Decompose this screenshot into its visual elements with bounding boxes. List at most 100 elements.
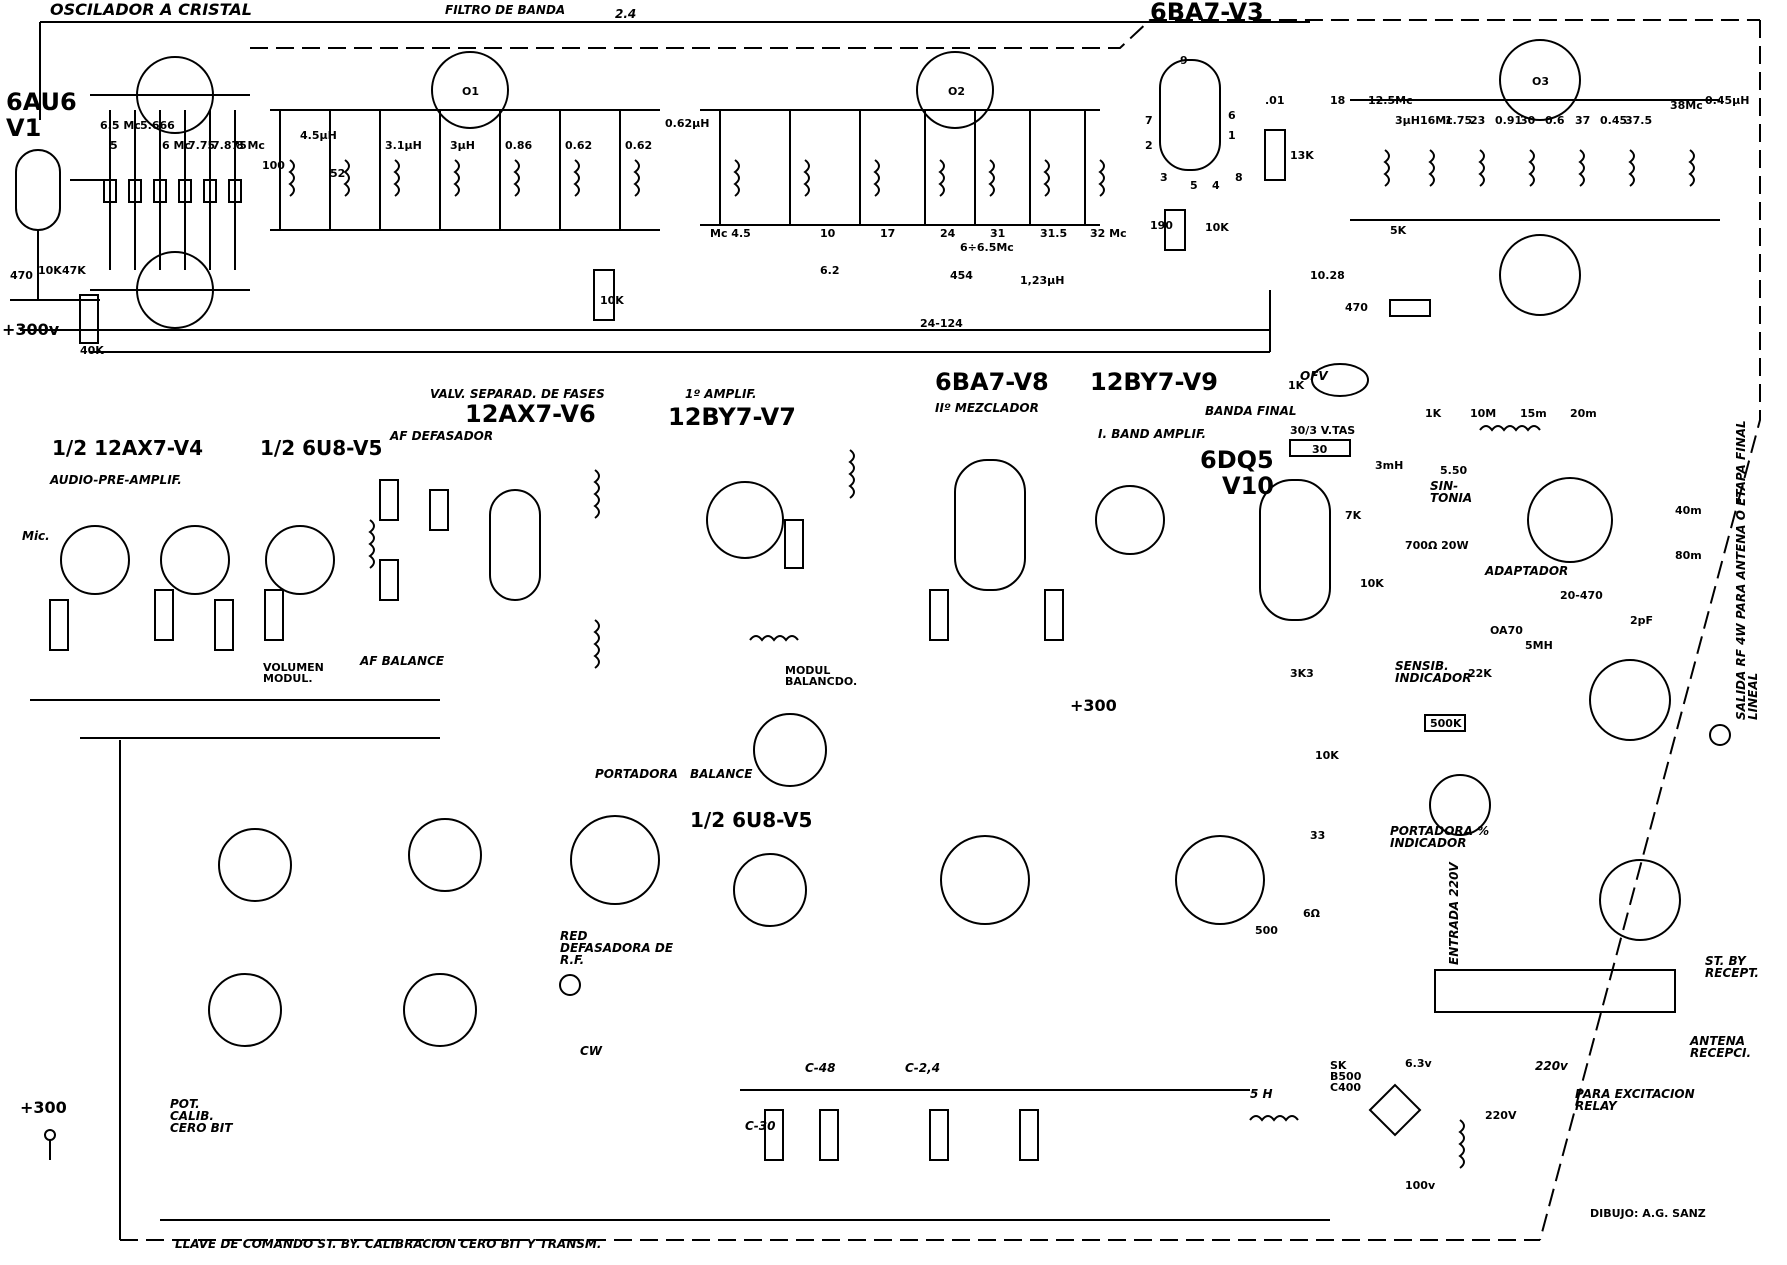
misc-value: 10K [38,264,62,277]
mixer-value: 24 [940,227,956,240]
cw-label: CW [580,1044,603,1058]
v3-pin: 8 [1235,171,1243,184]
indicator-value: 2pF [1630,614,1654,627]
crystal-value: 8 Mc [236,139,265,152]
v3-label: 6BA7-V3 [1150,0,1264,26]
v3-pin: 9 [1180,54,1188,67]
v4-label: 1/2 12AX7-V4 [52,436,203,460]
filter-value: 0.62 [625,139,653,152]
carrier-pct-label: PORTADORA % INDICADOR [1390,824,1490,850]
crystal-value: 7.75 [188,139,216,152]
v220-label: 220V [1485,1109,1517,1122]
v10-value: 40m [1675,504,1702,517]
v3-value: 10.28 [1310,269,1345,282]
misc-value: 6.2 [820,264,840,277]
mixer-value: 6÷6.5Mc [960,241,1014,254]
v3-pin: 7 [1145,114,1153,127]
rf-phase-net-label: RED DEFASADORA DE R.F. [560,929,674,967]
band-amp-label: I. BAND AMPLIF. [1098,427,1207,441]
v5a-label: 1/2 6U8-V5 [260,436,383,460]
v3-pin: 2 [1145,139,1153,152]
band-value: 0.45 [1600,114,1628,127]
af-phase-shifter-label: AF DEFASADOR [390,429,494,443]
band-value: 23 [1470,114,1486,127]
crystal-value: 6.5 Mc [100,119,141,132]
indicator-value: 5MH [1525,639,1553,652]
crystal-value: 7.875 [212,139,247,152]
filter-value: 52 [330,167,346,180]
band-value: 0.6 [1545,114,1565,127]
b-plus-label: +300v [2,320,60,339]
v10-value: 3mH [1375,459,1404,472]
mixer-value: 24-124 [920,317,963,330]
v10-value: 15m [1520,407,1547,420]
v10-value: 20-470 [1560,589,1603,602]
misc-value: O1 [462,85,480,98]
balance-label: BALANCE [690,767,753,781]
v10-value: 5.50 [1440,464,1468,477]
v1-type-label: 6AU6 [6,88,77,116]
misc-value: O2 [948,85,966,98]
mixer-value: 454 [950,269,973,282]
misc-value: 47K [62,264,86,277]
misc-value: O3 [1532,75,1550,88]
v3-value: 190 [1150,219,1173,232]
v3-value: 10K [1205,221,1229,234]
v6-label: 12AX7-V6 [465,400,596,428]
bridge-label: SK B500 C400 [1330,1059,1362,1094]
filter-value: 100 [262,159,285,172]
mixer-value: 31.5 [1040,227,1068,240]
v10-value: 500 [1255,924,1278,937]
v10-value: 700Ω 20W [1405,539,1469,552]
v10-value: 1K [1425,407,1442,420]
misc-value: 5K [1390,224,1407,237]
filter-value: 0.86 [505,139,533,152]
v10-type-label: 6DQ5 [1200,446,1274,474]
mixer-value: 31 [990,227,1006,240]
v5b-label: 1/2 6U8-V5 [690,808,813,832]
modul-balanc-label: MODUL BALANCDO. [785,664,858,688]
coupling-cap-label: 2.4 [615,7,637,21]
b-plus-mid-label: +300 [1070,696,1117,715]
v6-3-label: 6.3v [1405,1057,1432,1070]
volumen-label: VOLUMEN MODUL. [263,661,324,685]
v10-value: 30 [1312,443,1328,456]
v10-value: 10M [1470,407,1497,420]
v3-pin: 4 [1212,179,1220,192]
crystal-oscillator-label: OSCILADOR A CRISTAL [50,0,252,19]
filter-value: 0.62 [565,139,593,152]
indicator-value: OA70 [1490,624,1523,637]
sensitivity-label: SENSIB. INDICADOR [1395,659,1472,685]
mixer-value: Mc 4.5 [710,227,751,240]
band-value: 0.91 [1495,114,1523,127]
mixer-value: 10 [820,227,836,240]
band-value: 37.5 [1625,114,1653,127]
misc-value: 470 [10,269,33,282]
v3-pin: 6 [1228,109,1236,122]
mic-label: Mic. [22,529,50,543]
c24-label: C-2,4 [905,1061,941,1075]
rx-st-by-label: ST. BY RECEPT. [1705,954,1759,980]
second-mixer-label: IIº MEZCLADOR [935,401,1039,415]
v3-pin: 3 [1160,171,1168,184]
drawn-by-label: DIBUJO: A.G. SANZ [1590,1207,1706,1220]
misc-value: 10K [600,294,624,307]
misc-value: 1K [1288,379,1305,392]
antenna-rx-label: ANTENA RECEPCI. [1690,1034,1752,1060]
v10-value: 33 [1310,829,1326,842]
indicator-value: 500K [1430,717,1462,730]
v7-caption: 1º AMPLIF. [685,387,757,401]
v10-value: 6Ω [1303,907,1321,920]
filter-value: 4.5µH [300,129,337,142]
filter-value: 0.62µH [665,117,710,130]
af-balance-label: AF BALANCE [360,654,445,668]
tuning-label: SIN-TONIA [1430,479,1473,505]
band-value: 16Mc [1420,114,1453,127]
ofv-label: OFV [1300,369,1328,383]
b-plus-left-label: +300 [20,1098,67,1117]
crystal-value: 6 Mc [162,139,191,152]
v3-pin: 1 [1228,129,1236,142]
v10-value: 20m [1570,407,1597,420]
pot-calib-label: POT. CALIB. CERO BIT [170,1097,233,1135]
filter-value: 3µH [450,139,475,152]
